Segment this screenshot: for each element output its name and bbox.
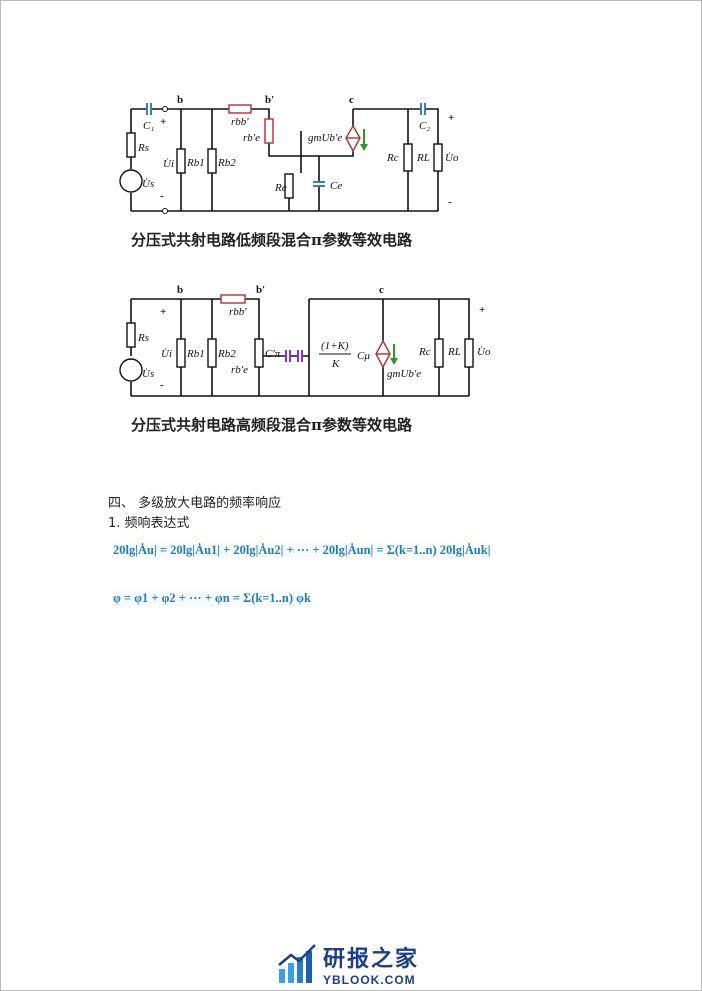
- label-rb2: Rb2: [217, 157, 236, 169]
- equation-phase: φ = φ1 + φ2 + ··· + φn = Σ(k=1..n) φk: [113, 591, 311, 606]
- label-c1: C₁: [143, 120, 154, 132]
- label-uo: U̇o: [445, 152, 459, 164]
- node-b-prime: b′: [256, 284, 265, 296]
- watermark-logo: 研报之家 YBLOOK.COM: [277, 941, 419, 987]
- circuit-high-frequency: b b′ c Rs U̇s U̇i Rb1 Rb2 rbb′ rb′e C′π …: [119, 284, 491, 434]
- caption-circuit2: 分压式共射电路高频段混合π参数等效电路: [131, 416, 413, 434]
- label-re: Re: [274, 182, 287, 194]
- label-rc: Rc: [418, 346, 431, 358]
- label-c2: C₂: [419, 120, 430, 132]
- watermark-title: 研报之家: [323, 947, 420, 972]
- label-uo: U̇o: [477, 346, 491, 358]
- label-ui: U̇i: [163, 158, 174, 170]
- equation-gain: 20lg|Ȧu| = 20lg|Ȧu1| + 20lg|Ȧu2| + ··· +…: [113, 543, 491, 558]
- label-rb2: Rb2: [217, 348, 236, 360]
- node-c: c: [349, 94, 354, 106]
- node-c: c: [379, 284, 384, 296]
- label-cmu: Cμ: [357, 350, 370, 362]
- label-rc: Rc: [386, 152, 399, 164]
- label-rbe: rb′e: [243, 132, 260, 144]
- label-gm: gmUb′e: [308, 132, 342, 144]
- label-rbb: rbb′: [231, 116, 249, 128]
- plus-sign: +: [160, 306, 166, 318]
- label-rs: Rs: [137, 142, 149, 154]
- label-rbb: rbb′: [229, 306, 247, 318]
- label-rs: Rs: [137, 332, 149, 344]
- label-gm: gmUb′e: [387, 368, 421, 380]
- label-k-numerator: (1+K): [321, 340, 349, 352]
- plus-sign: +: [448, 112, 454, 124]
- watermark-url: YBLOOK.COM: [323, 973, 416, 987]
- label-us: U̇s: [142, 178, 154, 190]
- label-ui: U̇i: [161, 348, 172, 360]
- label-k-denominator: K: [331, 358, 340, 370]
- label-ce: Ce: [330, 180, 342, 192]
- node-b-prime: b′: [265, 94, 274, 106]
- label-rbe: rb′e: [231, 364, 248, 376]
- section-subheading: 1. 频响表达式: [108, 516, 190, 531]
- label-us: U̇s: [142, 368, 154, 380]
- node-b: b: [177, 284, 183, 296]
- caption-circuit1: 分压式共射电路低频段混合π参数等效电路: [131, 231, 413, 249]
- label-rl: RL: [416, 152, 430, 164]
- minus-sign: -: [160, 190, 164, 202]
- minus-sign: -: [160, 379, 164, 391]
- section-heading: 四、 多级放大电路的频率响应: [108, 496, 282, 511]
- minus-sign: -: [448, 196, 452, 208]
- label-rb1: Rb1: [186, 348, 205, 360]
- circuit-low-frequency: b b′ c C₁ Rs U̇s U̇i Rb1 Rb2 rbb′ rb′e R…: [119, 94, 459, 249]
- label-rl: RL: [447, 346, 461, 358]
- label-cpi: C′π: [265, 348, 281, 360]
- bar-chart-logo-icon: [278, 944, 316, 983]
- node-b: b: [177, 94, 183, 106]
- plus-sign: +: [479, 304, 485, 316]
- label-rb1: Rb1: [186, 157, 205, 169]
- plus-sign: +: [160, 116, 166, 128]
